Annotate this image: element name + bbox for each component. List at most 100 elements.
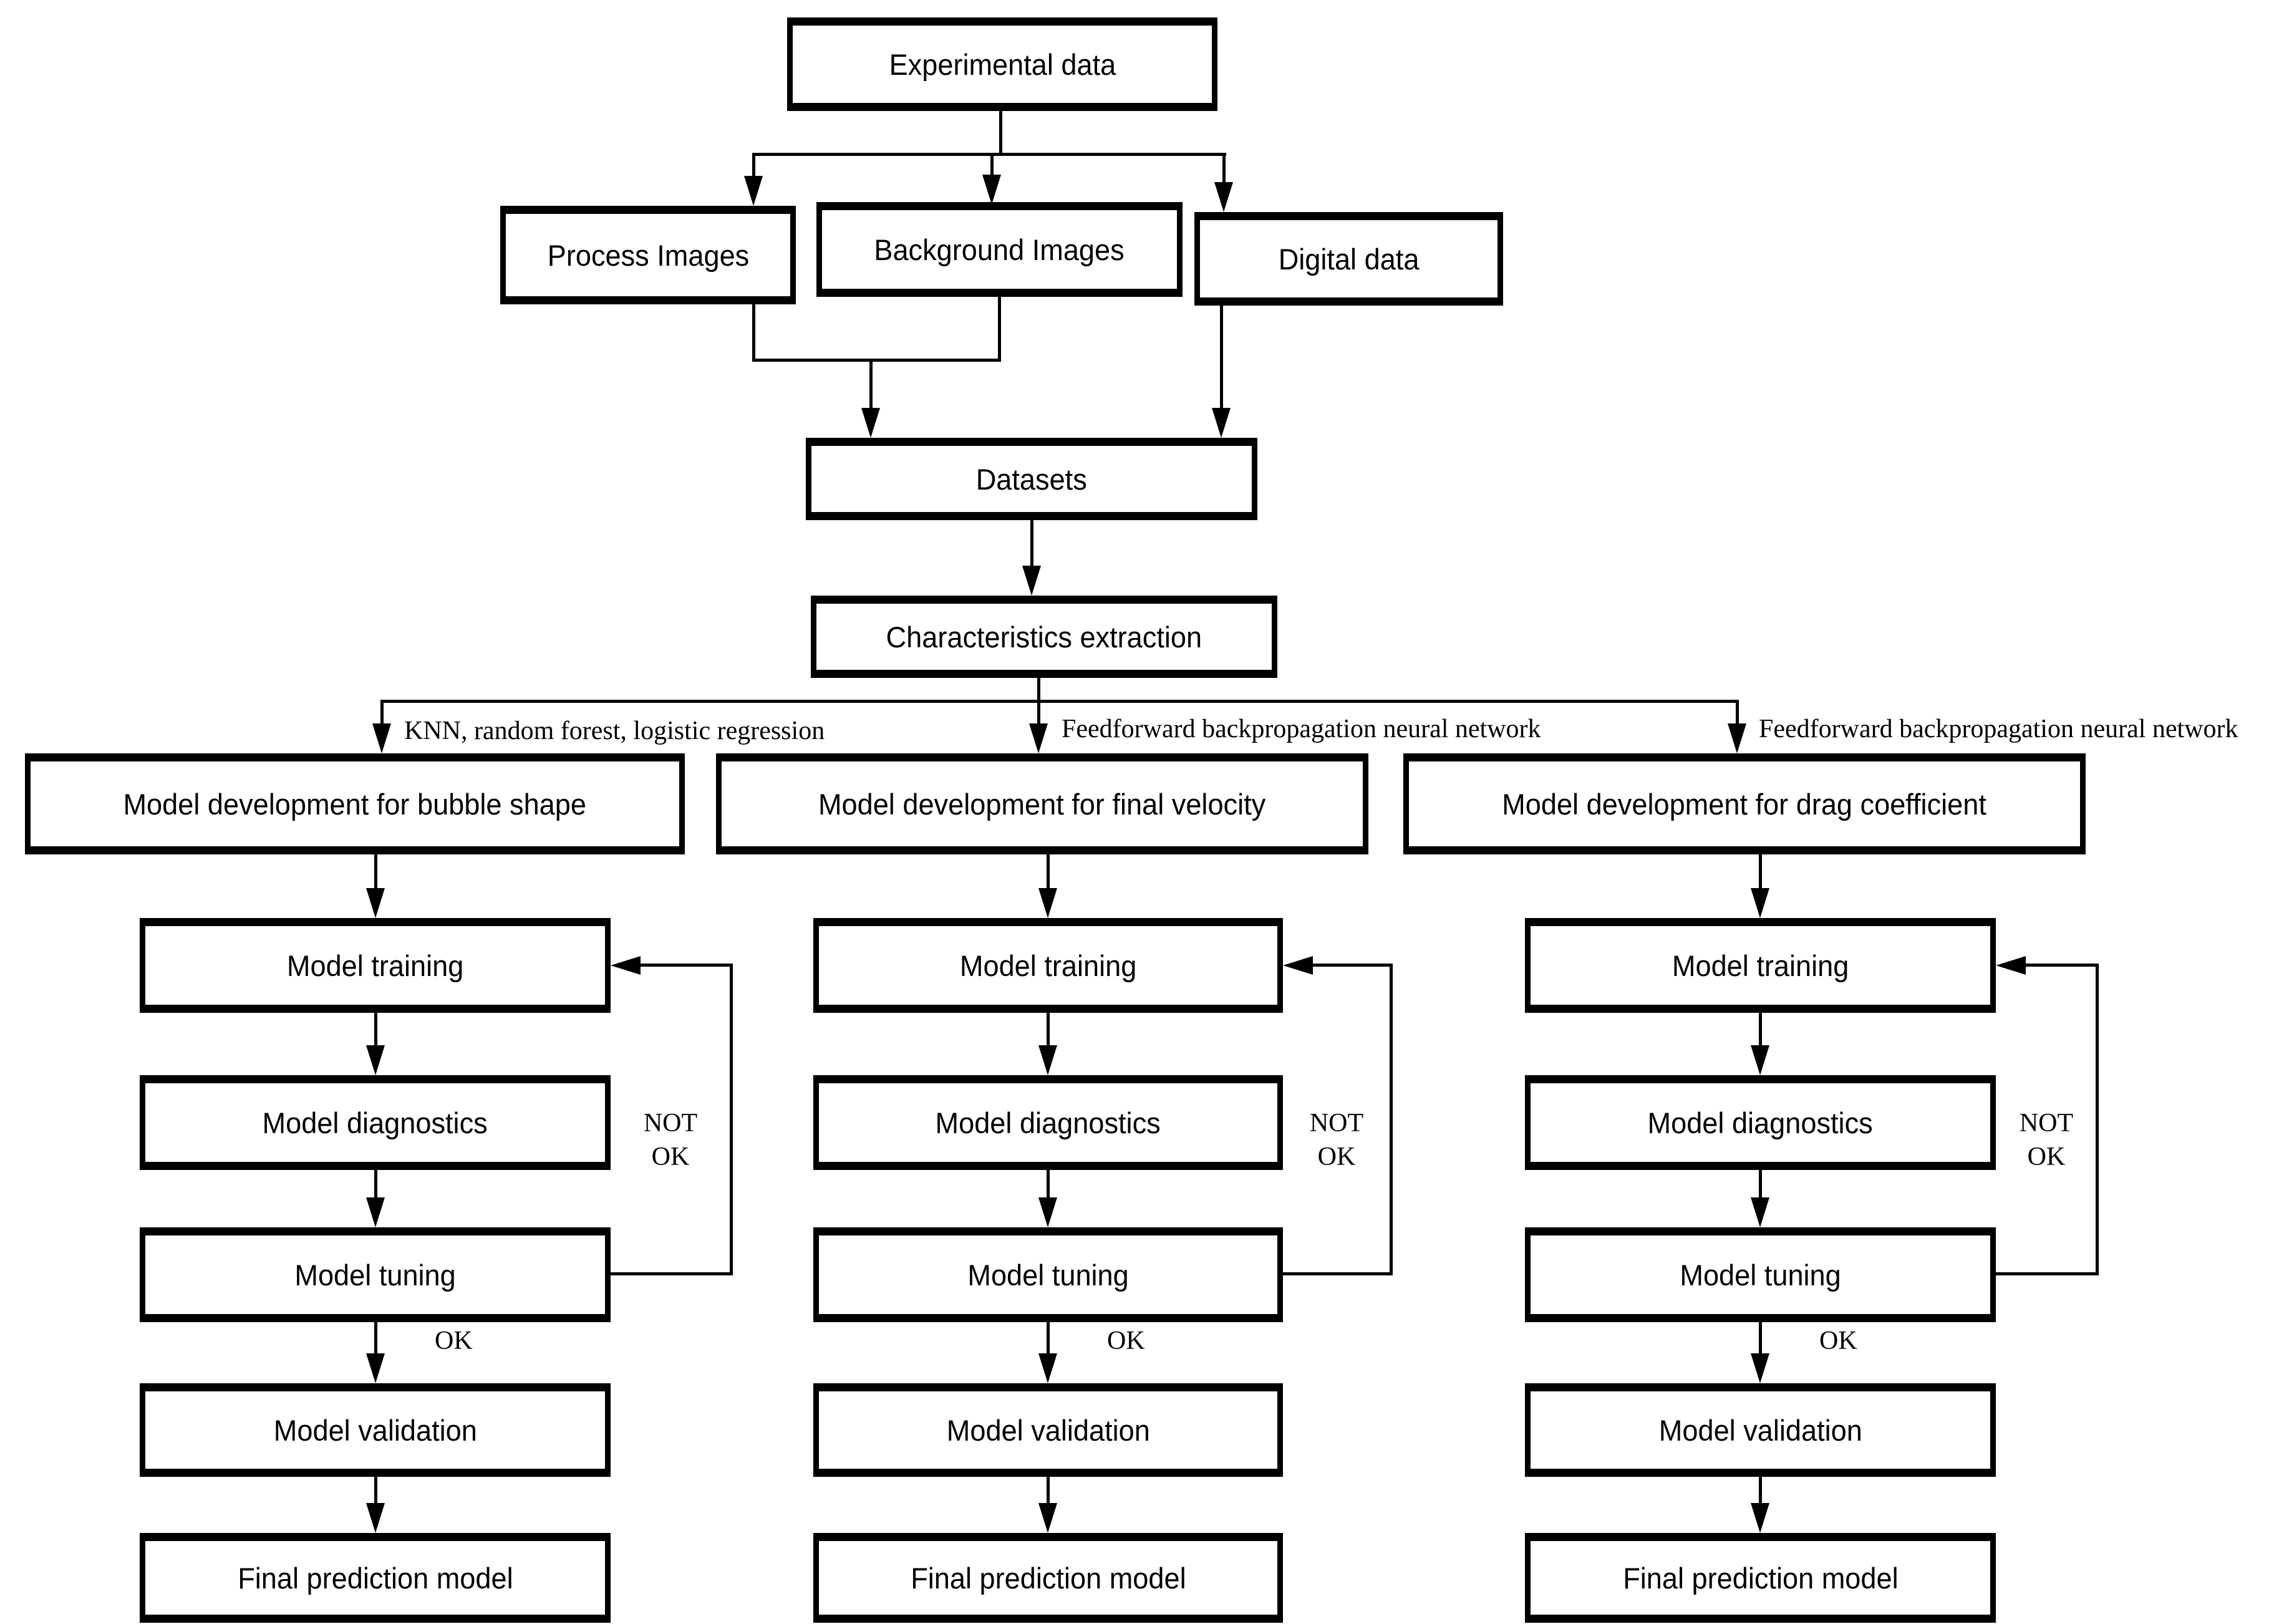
connector-line <box>1736 700 1739 723</box>
node-development-final-velocity: Model development for final velocity <box>716 753 1368 854</box>
connector-line <box>1047 1322 1050 1355</box>
node-label: Model validation <box>1658 1413 1862 1447</box>
arrow-down-icon <box>861 408 880 438</box>
node-label: Model tuning <box>294 1258 456 1292</box>
connector-line <box>1759 1170 1762 1199</box>
connector-line <box>1037 700 1040 723</box>
arrow-down-icon <box>1038 1503 1057 1533</box>
node-label: Model development for final velocity <box>818 787 1266 821</box>
arrow-down-icon <box>1038 1353 1057 1383</box>
connector-line <box>374 1477 377 1504</box>
arrow-down-icon <box>1214 182 1233 212</box>
connector-line <box>730 964 733 1275</box>
node-label: Final prediction model <box>237 1561 513 1595</box>
arrow-down-icon <box>744 176 763 206</box>
connector-line <box>1759 1477 1762 1504</box>
node-label: Datasets <box>975 462 1088 496</box>
arrow-down-icon <box>1029 723 1048 753</box>
node-validation-drag-coefficient: Model validation <box>1525 1383 1996 1477</box>
connector-line <box>374 854 377 889</box>
node-label: Model tuning <box>967 1258 1129 1292</box>
connector-line <box>1047 854 1050 889</box>
arrow-down-icon <box>1751 888 1769 918</box>
connector-line <box>999 111 1002 153</box>
node-process-images: Process Images <box>500 206 796 304</box>
arrow-left-icon <box>611 956 641 975</box>
node-validation-final-velocity: Model validation <box>813 1383 1283 1477</box>
connector-line <box>1047 1477 1050 1504</box>
connector-line <box>752 153 755 178</box>
node-label: Model diagnostics <box>1647 1106 1874 1139</box>
connector-line <box>1283 1272 1393 1275</box>
node-background-images: Background Images <box>816 202 1183 297</box>
node-label: Model validation <box>273 1413 477 1447</box>
node-final-model-final-velocity: Final prediction model <box>813 1533 1283 1623</box>
branch-label-drag-coefficient: Feedforward backpropagation neural netwo… <box>1759 715 2238 743</box>
connector-line <box>1037 678 1040 703</box>
arrow-down-icon <box>366 888 385 918</box>
node-training-drag-coefficient: Model training <box>1525 918 1996 1013</box>
connector-line <box>1030 520 1033 566</box>
node-label: Digital data <box>1278 242 1420 276</box>
node-experimental-data: Experimental data <box>787 17 1217 111</box>
branch-label-bubble-shape: KNN, random forest, logistic regression <box>404 717 825 745</box>
ok-label: OK <box>435 1327 473 1355</box>
not-ok-line2: OK <box>651 1142 690 1171</box>
ok-label: OK <box>1107 1327 1145 1355</box>
arrow-down-icon <box>1212 408 1231 438</box>
node-characteristics-extraction: Characteristics extraction <box>811 596 1277 678</box>
arrow-down-icon <box>1751 1045 1769 1075</box>
connector-line <box>990 153 994 176</box>
connector-line <box>380 700 1739 703</box>
arrow-down-icon <box>1038 1197 1057 1227</box>
not-ok-label: NOT OK <box>617 1107 724 1174</box>
arrow-down-icon <box>982 175 1001 205</box>
connector-line <box>1390 964 1393 1275</box>
connector-line <box>1759 1322 1762 1355</box>
node-label: Model diagnostics <box>935 1106 1161 1139</box>
connector-line <box>752 153 1226 156</box>
connector-line <box>611 1272 733 1275</box>
node-label: Model tuning <box>1680 1258 1841 1292</box>
node-label: Characteristics extraction <box>886 620 1202 654</box>
arrow-left-icon <box>1283 956 1313 975</box>
connector-line <box>1222 153 1226 184</box>
node-diagnostics-final-velocity: Model diagnostics <box>813 1075 1283 1170</box>
ok-label: OK <box>1819 1327 1857 1355</box>
arrow-down-icon <box>372 723 391 753</box>
connector-line <box>639 964 733 967</box>
node-label: Model training <box>959 949 1137 982</box>
not-ok-line2: OK <box>2027 1142 2066 1171</box>
connector-line <box>1996 1272 2099 1275</box>
arrow-down-icon <box>1751 1353 1769 1383</box>
not-ok-line1: NOT <box>643 1109 698 1138</box>
arrow-left-icon <box>1996 956 2026 975</box>
connector-line <box>2025 964 2099 967</box>
arrow-down-icon <box>1751 1503 1769 1533</box>
not-ok-line1: NOT <box>1309 1109 1364 1138</box>
node-label: Model development for drag coefficient <box>1502 787 1987 821</box>
node-label: Background Images <box>874 233 1125 266</box>
node-development-bubble-shape: Model development for bubble shape <box>25 753 685 854</box>
node-diagnostics-drag-coefficient: Model diagnostics <box>1525 1075 1996 1170</box>
connector-line <box>1759 854 1762 889</box>
node-training-bubble-shape: Model training <box>140 918 611 1013</box>
node-development-drag-coefficient: Model development for drag coefficient <box>1403 753 2086 854</box>
node-tuning-final-velocity: Model tuning <box>813 1227 1283 1322</box>
node-diagnostics-bubble-shape: Model diagnostics <box>140 1075 611 1170</box>
connector-line <box>1759 1013 1762 1046</box>
arrow-down-icon <box>1038 1045 1057 1075</box>
connector-line <box>998 297 1001 362</box>
connector-line <box>374 1170 377 1199</box>
node-datasets: Datasets <box>806 438 1257 520</box>
node-label: Final prediction model <box>1622 1561 1899 1595</box>
not-ok-label: NOT OK <box>1289 1107 1384 1174</box>
connector-line <box>869 359 873 410</box>
connector-line <box>2096 964 2099 1275</box>
connector-line <box>752 359 1001 362</box>
node-final-model-drag-coefficient: Final prediction model <box>1525 1533 1996 1623</box>
connector-line <box>1312 964 1393 967</box>
node-training-final-velocity: Model training <box>813 918 1283 1013</box>
node-digital-data: Digital data <box>1194 212 1503 306</box>
